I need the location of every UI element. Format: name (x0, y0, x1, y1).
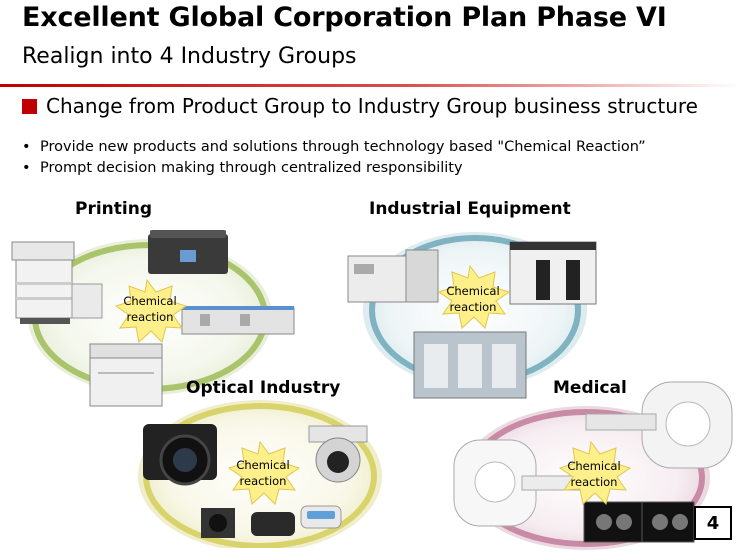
printing-chemical-burst (114, 278, 188, 343)
production-press-icon (181, 306, 295, 335)
printing-burst-line1: Chemical (123, 294, 176, 308)
page-title: Excellent Global Corporation Plan Phase … (22, 2, 667, 33)
page-number: 4 (694, 506, 732, 540)
optical-chemical-burst (227, 440, 301, 505)
optical-burst-line2: reaction (240, 474, 287, 488)
printing-group-label: Printing (75, 199, 152, 219)
bullet-item: • Provide new products and solutions thr… (22, 137, 646, 158)
laser-printer-icon (89, 343, 163, 407)
exposure-system-icon (509, 241, 597, 305)
printing-burst-line2: reaction (127, 310, 174, 324)
title-divider (0, 84, 740, 87)
medical-group-illustration: Chemical reaction (453, 381, 733, 550)
section-heading-text: Change from Product Group to Industry Gr… (46, 94, 698, 118)
industrial-burst-line1: Chemical (446, 284, 499, 298)
bullet-text: Provide new products and solutions throu… (40, 139, 646, 155)
scanner-device-icon (300, 505, 342, 529)
medical-burst-line1: Chemical (567, 459, 620, 473)
industrial-group-label: Industrial Equipment (369, 199, 571, 219)
medical-monitor-icon (583, 501, 695, 543)
page-subtitle: Realign into 4 Industry Groups (22, 44, 357, 69)
industrial-burst-line2: reaction (450, 300, 497, 314)
vr-headset-icon (251, 512, 295, 536)
optical-burst-line1: Chemical (236, 458, 289, 472)
bullet-text: Prompt decision making through centraliz… (40, 160, 463, 176)
network-camera-icon (308, 425, 368, 483)
optical-group-label: Optical Industry (186, 378, 341, 398)
camera-icon (143, 424, 217, 486)
mfp-printer-icon (11, 241, 103, 324)
medical-group-label: Medical (553, 378, 627, 398)
medical-chemical-burst (558, 440, 632, 505)
optical-group-illustration: Chemical reaction (138, 400, 382, 548)
bullet-dot-icon: • (22, 139, 31, 155)
industrial-camera-icon (201, 508, 235, 538)
bullet-item: • Prompt decision making through central… (22, 158, 646, 179)
industrial-chemical-burst (437, 264, 511, 329)
inkjet-printer-icon (148, 230, 228, 274)
industrial-group-illustration: Chemical reaction (347, 232, 597, 399)
bullet-list: • Provide new products and solutions thr… (22, 137, 646, 179)
stepper-machine-icon (347, 249, 439, 303)
printing-group-illustration: Chemical reaction (11, 230, 295, 407)
bullet-dot-icon: • (22, 160, 31, 176)
cleanroom-equipment-icon (413, 331, 527, 399)
section-heading: Change from Product Group to Industry Gr… (22, 94, 698, 118)
ct-scanner-icon (585, 381, 733, 469)
medical-burst-line2: reaction (571, 475, 618, 489)
red-square-icon (22, 98, 37, 114)
